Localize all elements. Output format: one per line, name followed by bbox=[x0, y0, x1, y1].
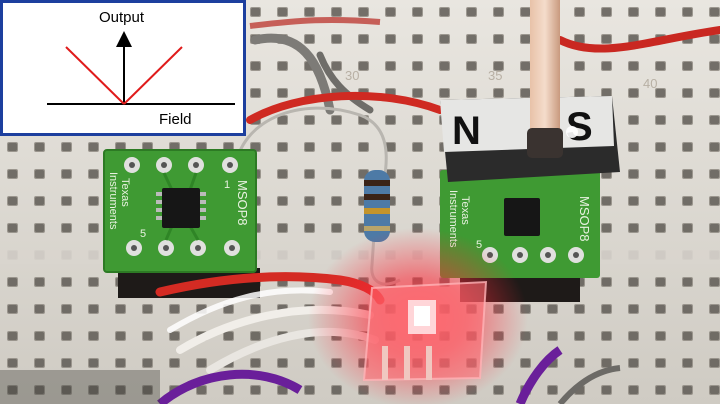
x-axis-label: Field bbox=[159, 111, 192, 128]
transfer-function-inset: Output Field bbox=[0, 0, 246, 136]
left-board-pin1: 1 bbox=[224, 179, 230, 191]
msop8-chip-left bbox=[162, 188, 200, 228]
breadboard-number-30: 30 bbox=[345, 68, 359, 83]
left-sensor-board: Texas Instruments MSOP8 1 5 bbox=[103, 149, 260, 298]
red-wire-top bbox=[246, 91, 444, 124]
purple-wire bbox=[157, 369, 303, 404]
wooden-stick bbox=[527, 0, 578, 158]
v-right-branch bbox=[123, 46, 183, 105]
right-board-maker-line1: Texas bbox=[459, 196, 471, 225]
left-board-package: MSOP8 bbox=[235, 180, 250, 226]
breadboard-number-40: 40 bbox=[643, 76, 657, 91]
breadboard-number-35: 35 bbox=[488, 68, 502, 83]
v-left-branch bbox=[65, 46, 125, 105]
right-board-package: MSOP8 bbox=[577, 196, 592, 242]
resistor bbox=[364, 170, 390, 242]
left-board-maker-line1: Texas bbox=[119, 178, 131, 207]
y-axis-label: Output bbox=[99, 9, 145, 26]
magnet-north-label: N bbox=[452, 109, 481, 153]
left-board-pin5: 5 bbox=[140, 228, 146, 240]
red-led bbox=[362, 280, 488, 382]
left-board-maker-line2: Instruments bbox=[107, 172, 119, 230]
red-wire-right bbox=[556, 26, 720, 53]
vshape-graph bbox=[47, 31, 235, 105]
msop8-chip-right bbox=[504, 198, 540, 236]
